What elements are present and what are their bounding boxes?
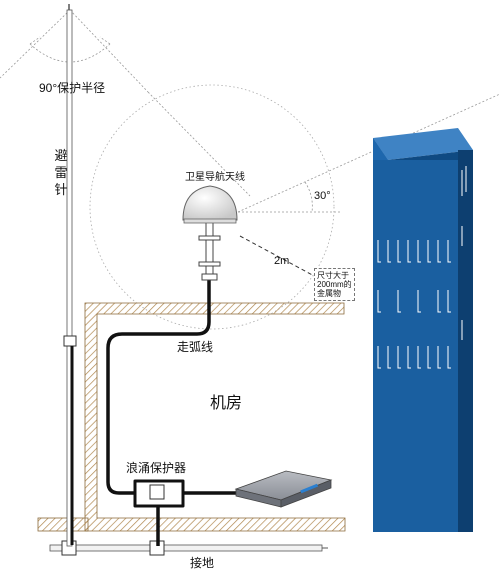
lightning-rod — [63, 4, 77, 547]
satellite-antenna-label: 卫星导航天线 — [185, 172, 245, 183]
size-note-line-3: 金属物 — [317, 289, 341, 298]
clearance-circle — [89, 84, 335, 330]
elevation-angle-lines — [237, 93, 500, 213]
equipment-room-label: 机房 — [210, 395, 243, 412]
surge-protector-label: 浪涌保护器 — [126, 461, 187, 475]
lightning-rod-label: 避 雷 针 — [54, 147, 68, 198]
antenna-cable — [106, 275, 240, 546]
radius-line — [239, 235, 319, 279]
lightning-rod-label-char-1: 避 — [54, 148, 68, 163]
equipment-room-wall — [37, 302, 346, 532]
gnss-receiver — [234, 470, 333, 508]
size-note-line-2: 200mm的 — [317, 280, 352, 289]
size-note: 尺寸大于 200mm的 金属物 — [314, 268, 355, 301]
grounding-label: 接地 — [190, 556, 215, 570]
antenna-dome — [182, 185, 238, 224]
surge-protector — [133, 479, 185, 508]
arc-cable-label: 走弧线 — [177, 340, 214, 354]
distance-label: 2m — [274, 255, 290, 267]
lightning-rod-label-char-3: 针 — [54, 182, 68, 197]
angle-label: 30° — [314, 190, 331, 202]
protection-radius-label: 90°保护半径 — [39, 81, 106, 95]
building-windows — [377, 166, 467, 369]
protection-cone — [0, 9, 251, 197]
adjacent-building — [373, 128, 473, 532]
ground-bar — [49, 540, 328, 556]
antenna-mast — [198, 221, 221, 281]
size-note-line-1: 尺寸大于 — [317, 271, 349, 280]
lightning-rod-label-char-2: 雷 — [54, 165, 68, 180]
